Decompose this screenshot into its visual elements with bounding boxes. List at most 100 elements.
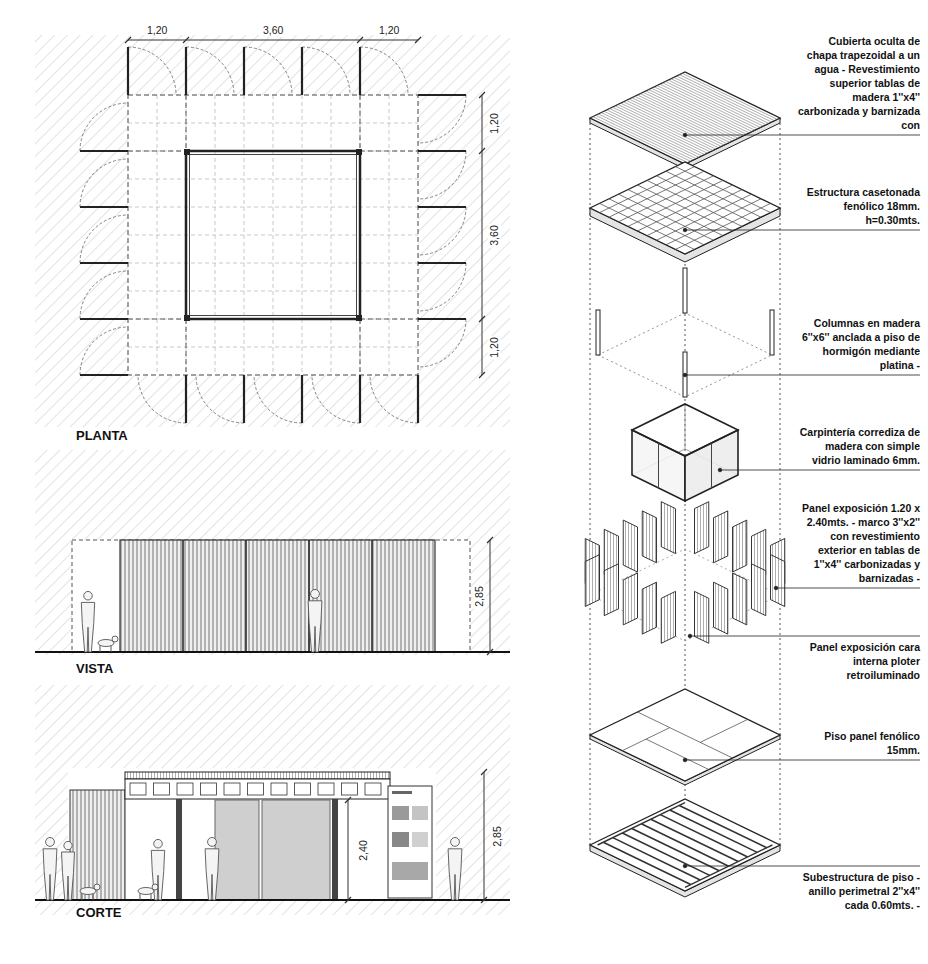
layers <box>585 72 785 897</box>
ring-beam <box>598 803 685 845</box>
exhibit-panel <box>80 150 128 152</box>
coffer <box>224 783 240 795</box>
callout-note: Piso panel fenólico 15mm. <box>798 729 920 757</box>
leader-dot <box>774 586 778 590</box>
swing-arc <box>418 263 466 311</box>
coffer <box>342 783 358 795</box>
coffered-slab-face <box>590 162 780 254</box>
grid-line <box>128 347 418 348</box>
dimension-label: 3,60 <box>261 24 285 37</box>
person-head <box>46 837 55 846</box>
swing-arc <box>128 47 176 95</box>
exhibit-panel <box>771 555 785 607</box>
exhibit-panel <box>417 375 419 423</box>
view-title: CORTE <box>75 905 123 920</box>
dimension-line <box>482 95 483 375</box>
roof-board <box>682 73 777 119</box>
swing-arc <box>80 327 128 375</box>
exhibit-panel <box>418 94 466 96</box>
exhibit-panel <box>661 502 675 554</box>
exhibit-panel <box>642 582 656 634</box>
leader-line <box>690 636 920 637</box>
mullion <box>711 443 712 488</box>
side-panel <box>70 790 125 900</box>
panel-graphic <box>412 806 428 820</box>
coffer <box>177 783 193 795</box>
leader-dot <box>688 634 692 638</box>
dimension-label: 1,20 <box>377 24 401 37</box>
joist <box>651 819 738 861</box>
floor-face <box>590 689 780 781</box>
person-head <box>451 837 460 846</box>
swing-arc <box>244 47 292 95</box>
substructure <box>590 799 780 891</box>
leader-line <box>685 866 920 867</box>
dog-head <box>152 884 158 890</box>
leader-dot <box>683 373 687 377</box>
person-figure <box>43 849 57 900</box>
grid-line <box>128 263 418 264</box>
swing-arc <box>80 159 128 207</box>
dimension-line <box>128 40 418 41</box>
callout-note: Carpintería corrediza de madera con simp… <box>798 425 920 467</box>
leader-dot <box>683 228 687 232</box>
column <box>184 149 190 155</box>
dog-body <box>98 640 114 647</box>
swing-arc <box>80 103 128 151</box>
leader-line <box>685 230 920 231</box>
person-figure <box>205 849 219 900</box>
coffer-rib <box>676 167 771 213</box>
coffer-grid <box>128 95 418 375</box>
dimension-label: 3,60 <box>488 223 501 247</box>
exhibit-panel <box>623 573 637 625</box>
dimension-line <box>484 772 485 900</box>
hatch-ground <box>35 450 510 655</box>
swing-arc <box>80 271 128 319</box>
swing-arc <box>138 375 186 423</box>
grid-line <box>302 95 303 375</box>
column <box>683 352 687 397</box>
person-figure <box>448 849 462 900</box>
panel-graphic <box>412 832 428 847</box>
coffer-rib <box>647 190 742 236</box>
dimension-tick <box>487 649 493 655</box>
column-grid <box>598 313 772 397</box>
leader-line <box>685 760 920 761</box>
exhibit-panel <box>642 511 656 563</box>
roof-board <box>668 80 763 126</box>
dimension-line <box>348 800 349 900</box>
roof-board <box>674 77 769 123</box>
dog-body <box>138 888 154 895</box>
exhibit-panel <box>359 47 361 95</box>
leader-line <box>776 588 920 589</box>
swing-arc <box>418 319 466 367</box>
leader-line <box>720 470 920 471</box>
exhibit-panel <box>733 520 747 572</box>
dog-head <box>112 636 118 642</box>
roof-board <box>677 76 772 122</box>
exhibit-panel <box>585 555 599 607</box>
coffer <box>365 783 381 795</box>
exhibit-panel <box>80 206 128 208</box>
exhibit-panel <box>185 47 187 95</box>
coffer-rib <box>657 194 752 240</box>
mullion <box>658 443 659 488</box>
grid-line <box>389 95 390 375</box>
dimension-tick <box>479 92 485 98</box>
floor <box>590 689 780 781</box>
swing-arc <box>418 95 466 143</box>
roof-board <box>671 79 766 125</box>
swing-arc <box>312 375 360 423</box>
exhibit-panel <box>243 47 245 95</box>
dimension-tick <box>479 372 485 378</box>
exhibit-panel <box>418 262 466 264</box>
swing-arc <box>302 47 350 95</box>
panel-joint <box>371 540 373 652</box>
person-head <box>64 841 72 849</box>
elevation-ground <box>72 540 470 652</box>
dimension-label: 2,85 <box>473 584 486 608</box>
swing-arc <box>418 207 466 255</box>
glass-wall <box>632 430 685 501</box>
callout-note: Cubierta oculta de chapa trapezoidal a u… <box>798 34 920 132</box>
glass-wall <box>685 430 738 501</box>
